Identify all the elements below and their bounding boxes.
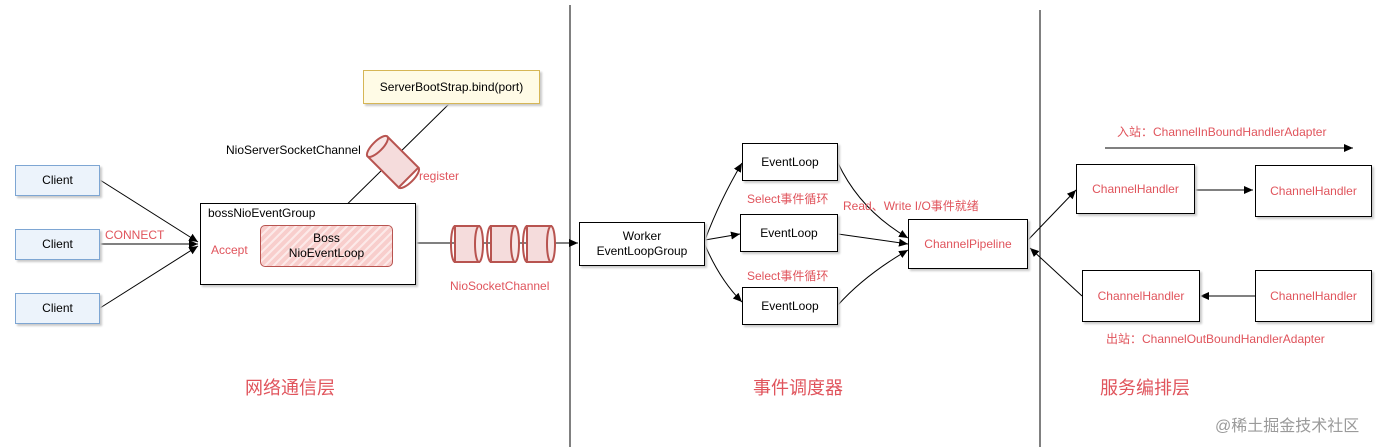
arrow-pipeline-handler1 xyxy=(1027,189,1077,241)
boss-line2: NioEventLoop xyxy=(288,246,365,260)
channel-handler-label: ChannelHandler xyxy=(1270,183,1357,198)
arrow-worker-eventloop2 xyxy=(704,231,741,241)
boss-group-label: bossNioEventGroup xyxy=(208,206,316,220)
service-layer-title: 服务编排层 xyxy=(1100,378,1190,398)
arrow-eventloop2-pipeline xyxy=(837,233,909,247)
channel-handler-box-1: ChannelHandler xyxy=(1076,164,1195,214)
select-label-1: Select事件循环 xyxy=(747,192,829,206)
arrow-eventloop3-pipeline xyxy=(837,249,909,306)
accept-label: Accept xyxy=(211,243,248,257)
client-label: Client xyxy=(42,301,73,315)
select-label-2: Select事件循环 xyxy=(747,269,829,283)
channel-handler-label: ChannelHandler xyxy=(1097,288,1185,303)
channel-handler-label: ChannelHandler xyxy=(1270,288,1357,303)
outbound-label: 出站：ChannelOutBoundHandlerAdapter xyxy=(1106,332,1325,346)
arrow-handler3-pipeline xyxy=(1029,247,1083,297)
arrow-eventloop1-pipeline xyxy=(837,162,909,239)
register-label: register xyxy=(419,169,460,183)
io-ready-label: Read、Write I/O事件就绪 xyxy=(843,199,979,213)
worker-line1: Worker xyxy=(622,229,662,243)
worker-line2: EventLoopGroup xyxy=(596,244,688,258)
channel-pipeline-box: ChannelPipeline xyxy=(908,219,1028,269)
boss-line1: Boss xyxy=(313,231,340,245)
eventloop-label: EventLoop xyxy=(761,154,819,169)
server-bootstrap-box: ServerBootStrap.bind(port) xyxy=(363,70,540,104)
scheduler-layer-title: 事件调度器 xyxy=(753,378,843,398)
client-box-2: Client xyxy=(15,229,100,260)
server-bootstrap-label: ServerBootStrap.bind(port) xyxy=(379,79,524,94)
inbound-label: 入站：ChannelInBoundHandlerAdapter xyxy=(1117,125,1327,139)
channel-handler-box-4: ChannelHandler xyxy=(1255,270,1372,322)
channel-handler-box-2: ChannelHandler xyxy=(1255,165,1372,217)
socket-channel-label: NioSocketChannel xyxy=(450,279,550,293)
eventloop-label: EventLoop xyxy=(760,225,818,240)
channel-handler-box-3: ChannelHandler xyxy=(1082,270,1200,322)
eventloop-box-2: EventLoop xyxy=(740,214,838,252)
arrow-client1-boss xyxy=(99,179,199,243)
channel-handler-label: ChannelHandler xyxy=(1092,181,1179,196)
watermark: @稀土掘金技术社区 xyxy=(1215,418,1360,435)
network-layer-title: 网络通信层 xyxy=(245,378,335,398)
client-box-1: Client xyxy=(15,165,100,196)
arrow-worker-eventloop3 xyxy=(704,244,743,303)
register-cylinder xyxy=(365,134,421,190)
server-channel-label: NioServerSocketChannel xyxy=(226,143,361,157)
eventloop-label: EventLoop xyxy=(761,298,819,313)
client-box-3: Client xyxy=(15,293,100,324)
arrow-worker-eventloop1 xyxy=(704,162,743,241)
client-label: Client xyxy=(42,237,73,251)
arrow-client3-boss xyxy=(99,245,199,309)
client-label: Client xyxy=(42,173,73,187)
eventloop-box-1: EventLoop xyxy=(742,143,838,181)
socket-channel-cylinders xyxy=(450,225,556,263)
channel-pipeline-label: ChannelPipeline xyxy=(924,236,1012,251)
eventloop-box-3: EventLoop xyxy=(742,287,838,325)
connect-label: CONNECT xyxy=(105,228,165,242)
